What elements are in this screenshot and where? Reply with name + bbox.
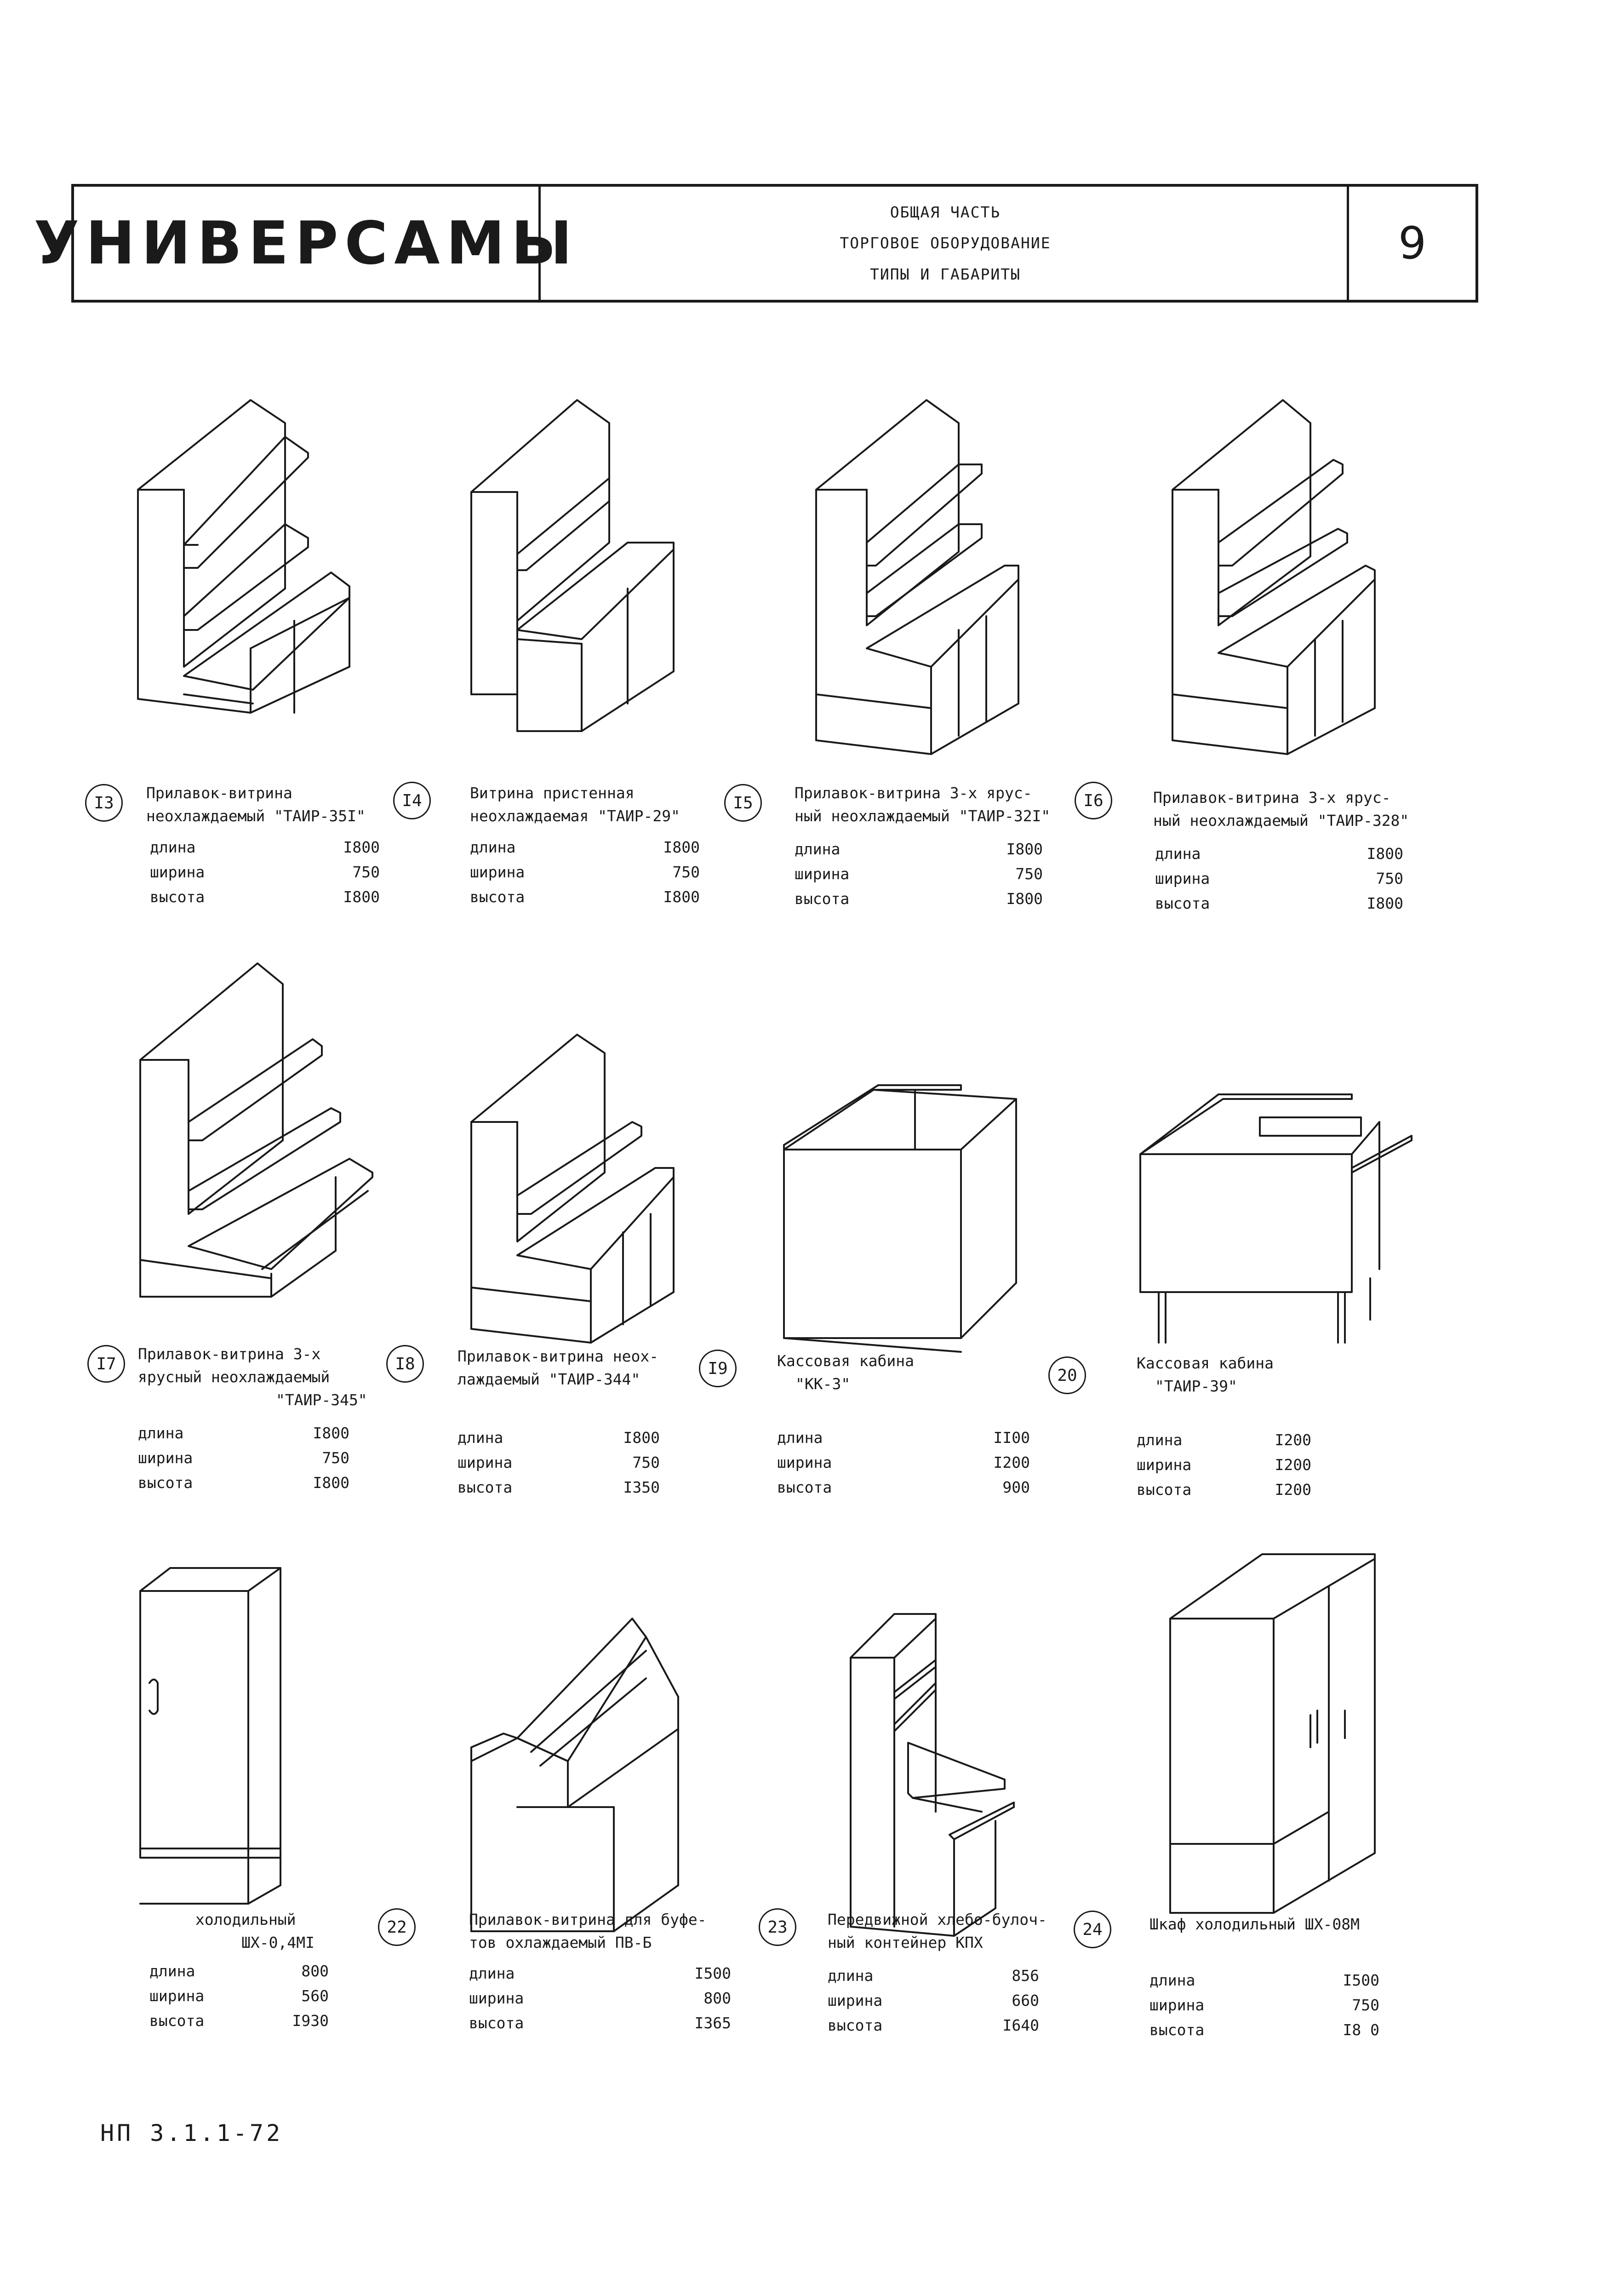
item-number-16: I6 [1075, 782, 1112, 819]
item-name-20: Кассовая кабина "ТАИР-39" [1137, 1354, 1274, 1395]
item-name-17: Прилавок-витрина 3-х ярусный неохлаждаем… [138, 1345, 367, 1409]
drawing-14 [470, 399, 675, 732]
item-name-22: Прилавок-витрина для буфе- тов охлаждаем… [469, 1911, 707, 1951]
drawing-22 [470, 1618, 679, 1932]
item-name-19: Кассовая кабина "КК-3" [777, 1352, 915, 1393]
drawing-15 [815, 399, 1019, 755]
drawing-20 [1139, 1093, 1412, 1344]
item-name-21: холодильный ШХ-0,4МI [195, 1911, 315, 1951]
item-number-24: 24 [1074, 1911, 1111, 1948]
item-name-24: Шкаф холодильный ШХ-08М [1149, 1915, 1360, 1933]
item-name-15: Прилавок-витрина 3-х ярус- ный неохлажда… [795, 784, 1051, 825]
item-number-22: 22 [378, 1908, 416, 1946]
item-number-18: I8 [386, 1345, 424, 1383]
drawing-18 [470, 1034, 675, 1344]
drawing-23 [850, 1613, 1015, 1937]
title-block-title: УНИВЕРСАМЫ [34, 187, 572, 300]
drawing-17 [139, 962, 373, 1298]
drawing-19 [783, 1084, 1017, 1353]
section-line-3: ТИПЫ И ГАБАРИТЫ [869, 265, 1021, 283]
item-number-20: 20 [1048, 1356, 1086, 1394]
drawing-24 [1169, 1553, 1376, 1914]
section-line-2: ТОРГОВОЕ ОБОРУДОВАНИЕ [840, 234, 1051, 252]
title-block: УНИВЕРСАМЫ ОБЩАЯ ЧАСТЬ ТОРГОВОЕ ОБОРУДОВ… [34, 184, 1478, 303]
item-number-19: I9 [699, 1350, 737, 1387]
drawing-16 [1172, 399, 1376, 755]
page-number: 9 [1347, 187, 1475, 300]
item-number-17: I7 [87, 1345, 125, 1383]
section-line-1: ОБЩАЯ ЧАСТЬ [890, 203, 1001, 222]
title-block-section: ОБЩАЯ ЧАСТЬ ТОРГОВОЕ ОБОРУДОВАНИЕ ТИПЫ И… [538, 187, 1352, 300]
item-name-13: Прилавок-витрина неохлаждаемый "ТАИР-35I… [146, 784, 366, 825]
item-number-13: I3 [85, 784, 123, 822]
item-number-23: 23 [759, 1908, 796, 1946]
document-code: НП 3.1.1-72 [100, 2120, 283, 2146]
item-name-18: Прилавок-витрина неох- лаждаемый "ТАИР-3… [457, 1347, 659, 1388]
item-number-15: I5 [724, 784, 762, 822]
item-name-16: Прилавок-витрина 3-х ярус- ный неохлажда… [1153, 789, 1409, 830]
item-name-23: Передвижной хлебо-булоч- ный контейнер К… [828, 1911, 1047, 1951]
drawing-21 [139, 1567, 281, 1905]
item-name-14: Витрина пристенная неохлаждаемая "ТАИР-2… [470, 784, 680, 825]
drawing-13 [137, 399, 350, 714]
item-number-14: I4 [393, 782, 431, 819]
